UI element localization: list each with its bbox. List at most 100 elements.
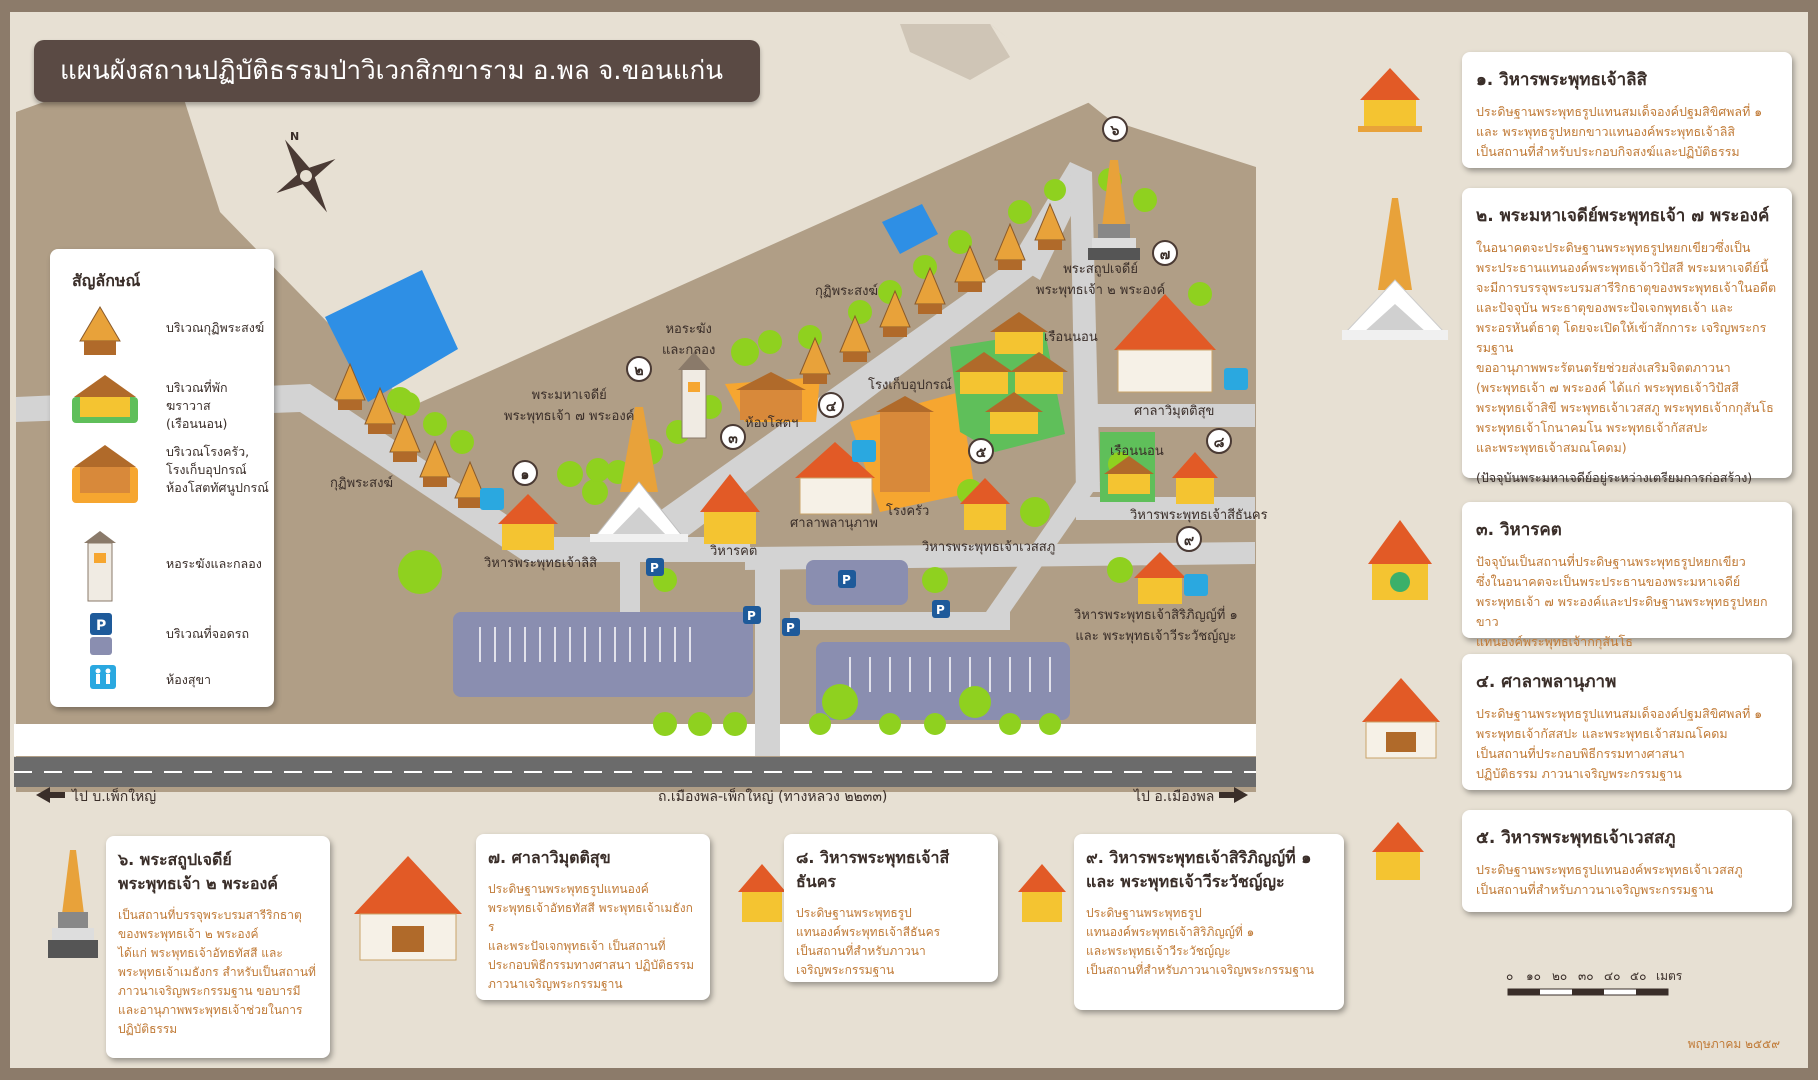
scale-bar: ๐ ๑๐ ๒๐ ๓๐ ๔๐ ๕๐ เมตร bbox=[1506, 967, 1706, 1007]
info-card-8: ๘. วิหารพระพุทธเจ้าสีธันคร ประดิษฐานพระพ… bbox=[784, 834, 998, 982]
card-2-text: ในอนาคตจะประดิษฐานพระพุทธรูปหยกเขียวซึ่ง… bbox=[1476, 240, 1777, 455]
label-viharakot: วิหารคต bbox=[710, 544, 758, 559]
card-3-text: ปัจจุบันเป็นสถานที่ประดิษฐานพระพุทธรูปหย… bbox=[1476, 554, 1768, 649]
marker-3[interactable]: ๓ bbox=[720, 424, 746, 450]
label-vihara-wessaphu: วิหารพระพุทธเจ้าเวสสภู bbox=[922, 540, 1056, 555]
info-card-3: ๓. วิหารคต ปัจจุบันเป็นสถานที่ประดิษฐานพ… bbox=[1462, 502, 1792, 649]
guest-house-icon bbox=[72, 375, 138, 423]
legend-panel: สัญลักษณ์ บริเวณกุฏิพระสงฆ์ บริเวณที่พัก… bbox=[50, 249, 274, 707]
vihara-icon-9 bbox=[1018, 864, 1066, 922]
card-9-text: ประดิษฐานพระพุทธรูป แทนองค์พระพุทธเจ้าสิ… bbox=[1086, 906, 1314, 977]
marker-7[interactable]: ๗ bbox=[1152, 240, 1178, 266]
legend-label-bell: หอระฆังและกลอง bbox=[166, 556, 262, 571]
card-7-title: ๗. ศาลาวิมุตติสุข bbox=[488, 848, 611, 867]
card-2-title: ๒. พระมหาเจดีย์พระพุทธเจ้า ๗ พระองค์ bbox=[1476, 206, 1770, 226]
marker-8[interactable]: ๘ bbox=[1206, 428, 1232, 454]
legend-label-kitchen: บริเวณโรงครัว, โรงเก็บอุปกรณ์ ห้องโสตทัศ… bbox=[166, 444, 269, 495]
scale-tick-10: ๑๐ bbox=[1526, 969, 1541, 983]
label-road: ถ.เมืองพล-เพ็กใหญ่ (ทางหลวง ๒๒๓๓) bbox=[658, 789, 888, 805]
bell-tower bbox=[678, 352, 710, 439]
legend-heading: สัญลักษณ์ bbox=[72, 271, 141, 290]
scale-tick-0: ๐ bbox=[1506, 969, 1514, 983]
sala-icon bbox=[1362, 678, 1440, 759]
label-to-right: ไป อ.เมืองพล bbox=[1134, 789, 1215, 805]
pond-right bbox=[882, 204, 938, 254]
stupa-icon-6 bbox=[48, 850, 98, 958]
svg-text:P: P bbox=[842, 573, 851, 587]
vihara-icon-1 bbox=[1358, 68, 1422, 132]
viharakot-icon bbox=[1368, 520, 1432, 600]
compass-rose bbox=[276, 139, 336, 213]
kuti-icon bbox=[79, 306, 121, 355]
card-6-text: เป็นสถานที่บรรจุพระบรมสารีริกธาตุ ของพระ… bbox=[118, 908, 316, 1036]
info-card-9: ๙. วิหารพระพุทธเจ้าสิริภิญญ์ที่ ๑ และ พร… bbox=[1074, 834, 1344, 1010]
marker-9[interactable]: ๙ bbox=[1176, 526, 1202, 552]
label-av-room: ห้องโสตฯ bbox=[745, 416, 799, 431]
label-to-left: ไป บ.เพ็กใหญ่ bbox=[72, 789, 157, 805]
label-vihara-lisi: วิหารพระพุทธเจ้าลิสิ bbox=[484, 556, 598, 571]
card-5-text: ประดิษฐานพระพุทธรูปแทนองค์พระพุทธเจ้าเวส… bbox=[1476, 862, 1743, 897]
sala-icon-7 bbox=[354, 856, 462, 961]
card-3-title: ๓. วิหารคต bbox=[1476, 520, 1562, 540]
scale-tick-20: ๒๐ bbox=[1552, 969, 1568, 983]
svg-text:P: P bbox=[747, 609, 756, 623]
legend-item-kitchen: บริเวณโรงครัว, โรงเก็บอุปกรณ์ ห้องโสตทัศ… bbox=[70, 441, 270, 503]
info-card-7: ๗. ศาลาวิมุตติสุข ประดิษฐานพระพุทธรูปแทน… bbox=[476, 834, 710, 1000]
svg-text:P: P bbox=[650, 561, 659, 575]
card-8-title: ๘. วิหารพระพุทธเจ้าสีธันคร bbox=[796, 848, 950, 891]
label-bell-tower: หอระฆัง และกลอง bbox=[662, 322, 716, 358]
kitchen-icon bbox=[72, 445, 138, 503]
parking-lines bbox=[479, 627, 1051, 692]
info-card-4: ๔. ศาลาพลานุภาพ ประดิษฐานพระพุทธรูปแทนสม… bbox=[1462, 654, 1792, 790]
label-vihara-9: วิหารพระพุทธเจ้าสิริภิญญ์ที่ ๑ และ พระพุ… bbox=[1074, 608, 1238, 644]
marker-1[interactable]: ๑ bbox=[512, 460, 538, 486]
marker-5[interactable]: ๕ bbox=[968, 438, 994, 464]
label-kuti-lower: กุฏิพระสงฆ์ bbox=[330, 476, 394, 491]
kuti-huts bbox=[334, 202, 1066, 508]
temple-buildings bbox=[498, 294, 1218, 604]
parking-lots bbox=[453, 560, 1070, 720]
label-sala: ศาลาพลานุภาพ bbox=[790, 516, 878, 531]
marker-2[interactable]: ๒ bbox=[626, 356, 652, 382]
vihara-icon-8 bbox=[738, 864, 786, 922]
publish-date: พฤษภาคม ๒๕๕๙ bbox=[1687, 1037, 1780, 1051]
marker-6[interactable]: ๖ bbox=[1102, 116, 1128, 142]
info-card-2: ๒. พระมหาเจดีย์พระพุทธเจ้า ๗ พระองค์ ในอ… bbox=[1462, 188, 1792, 485]
card-4-text: ประดิษฐานพระพุทธรูปแทนสมเด็จองค์ปฐมสิขิศ… bbox=[1476, 706, 1763, 781]
vihara-icon-5 bbox=[1372, 822, 1424, 880]
label-guest-upper: เรือนนอน bbox=[1044, 330, 1098, 345]
card-6-title: ๖. พระสถูปเจดีย์ พระพุทธเจ้า ๒ พระองค์ bbox=[118, 850, 278, 893]
stupa-two-buddhas bbox=[1088, 160, 1140, 260]
card-1-text: ประดิษฐานพระพุทธรูปแทนสมเด็จองค์ปฐมสิขิศ… bbox=[1476, 104, 1763, 159]
pond-left bbox=[325, 270, 458, 402]
card-4-title: ๔. ศาลาพลานุภาพ bbox=[1476, 672, 1617, 692]
label-kitchen: โรงครัว bbox=[886, 504, 930, 519]
great-chedi-icon bbox=[1342, 198, 1448, 340]
info-card-1: ๑. วิหารพระพุทธเจ้าลิสิ ประดิษฐานพระพุทธ… bbox=[1462, 52, 1792, 168]
marker-4[interactable]: ๔ bbox=[818, 392, 844, 418]
site-map: P P P P P bbox=[14, 24, 1256, 803]
label-great-chedi: พระมหาเจดีย์ พระพุทธเจ้า ๗ พระองค์ bbox=[504, 388, 635, 424]
parking-signs bbox=[646, 558, 950, 636]
legend-label-restroom: ห้องสุขา bbox=[166, 672, 212, 687]
svg-text:P: P bbox=[936, 603, 945, 617]
label-sala-wimut: ศาลาวิมุตติสุข bbox=[1134, 404, 1215, 419]
legend-item-restroom: ห้องสุขา bbox=[70, 663, 270, 723]
info-card-6: ๖. พระสถูปเจดีย์ พระพุทธเจ้า ๒ พระองค์ เ… bbox=[106, 836, 330, 1058]
card-7-text: ประดิษฐานพระพุทธรูปแทนองค์ พระพุทธเจ้าอั… bbox=[488, 882, 695, 991]
legend-item-kuti: บริเวณกุฏิพระสงฆ์ bbox=[70, 301, 270, 361]
legend-label-parking: บริเวณที่จอดรถ bbox=[166, 626, 250, 641]
legend-item-bell: หอระฆังและกลอง bbox=[70, 529, 270, 602]
card-8-text: ประดิษฐานพระพุทธรูป แทนองค์พระพุทธเจ้าสี… bbox=[796, 906, 941, 977]
legend-item-guest: บริเวณที่พักฆราวาส (เรือนนอน) bbox=[70, 371, 270, 431]
card-9-title: ๙. วิหารพระพุทธเจ้าสิริภิญญ์ที่ ๑ และ พร… bbox=[1086, 848, 1312, 891]
scale-tick-40: ๔๐ bbox=[1604, 969, 1621, 983]
great-chedi bbox=[590, 407, 688, 542]
parking-icon: P bbox=[90, 613, 112, 655]
svg-text:P: P bbox=[96, 618, 106, 634]
scale-tick-30: ๓๐ bbox=[1578, 969, 1594, 983]
card-5-title: ๕. วิหารพระพุทธเจ้าเวสสภู bbox=[1476, 828, 1676, 848]
scale-graphic bbox=[1507, 988, 1669, 996]
label-storage: โรงเก็บอุปกรณ์ bbox=[868, 378, 952, 393]
label-vihara-sithanakon: วิหารพระพุทธเจ้าสีธันคร bbox=[1130, 508, 1268, 523]
